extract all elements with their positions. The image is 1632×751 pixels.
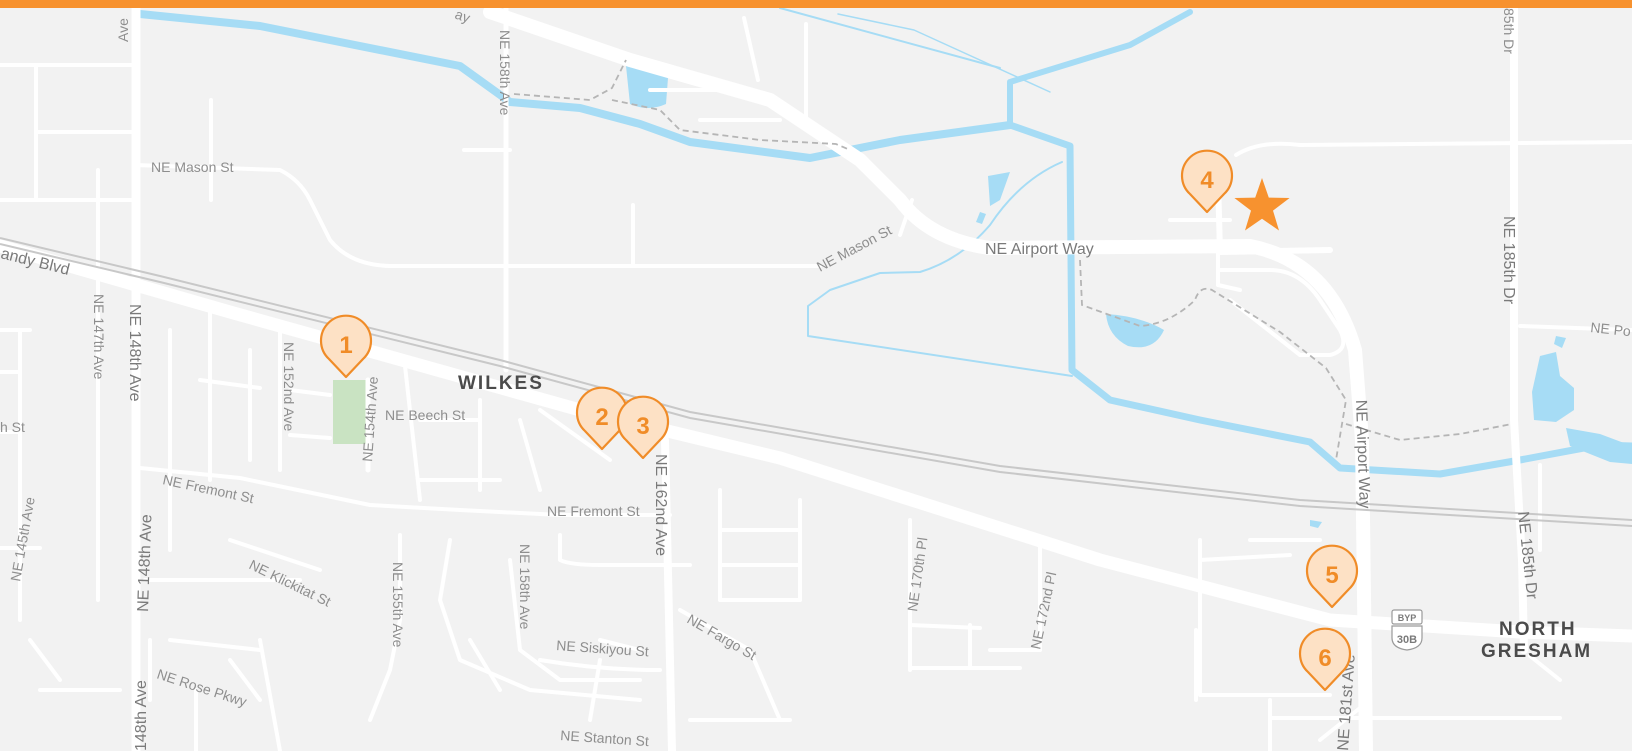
street-label: NE Beech St <box>385 407 465 423</box>
street-label: NE 158th Ave <box>517 544 533 630</box>
pin-icon <box>1305 544 1359 609</box>
street-label: NE 162nd Ave <box>652 454 669 556</box>
map-marker[interactable]: 4 <box>1180 149 1234 214</box>
street-label: NE 155th Ave <box>390 562 406 648</box>
water-layer <box>626 65 1632 528</box>
street-label: 148th Ave <box>133 680 150 751</box>
pin-icon <box>319 314 373 379</box>
marker-label: 3 <box>636 413 649 440</box>
street-label: NE Rose Pkwy <box>155 666 249 710</box>
star-icon[interactable] <box>1234 178 1290 231</box>
top-accent-bar <box>0 0 1632 8</box>
marker-label: 1 <box>339 332 352 359</box>
street-label: NE Airport Way <box>985 241 1094 258</box>
trails <box>513 59 1513 461</box>
street-label: NE Klickitat St <box>247 556 334 609</box>
map-marker[interactable]: 6 <box>1298 627 1352 692</box>
street-label: ay <box>453 6 472 26</box>
map-markers[interactable]: 1 2 3 4 5 6 <box>319 149 1359 692</box>
district-label-north: NORTH <box>1499 619 1577 640</box>
highway-shield-number: 30B <box>1397 634 1417 646</box>
street-label: NE Mason St <box>151 159 234 175</box>
street-label: NE 148th Ave <box>135 514 155 612</box>
street-label: NE 148th Ave <box>126 304 143 402</box>
park-area <box>333 380 367 444</box>
street-label: NE 181st Ave <box>1335 654 1359 751</box>
street-label: NE 185th Dr <box>1500 216 1517 305</box>
map-marker[interactable]: 5 <box>1305 544 1359 609</box>
railway <box>0 237 1632 527</box>
street-label: NE 154th Ave <box>359 376 381 462</box>
street-label: Ave <box>115 18 131 42</box>
street-label: NE 158th Ave <box>497 30 513 116</box>
district-labels: WILKES NORTH GRESHAM <box>458 373 1592 662</box>
marker-label: 4 <box>1200 167 1214 194</box>
street-label: NE Po <box>1590 319 1632 339</box>
highway-shield: BYP 30B <box>1391 609 1423 651</box>
street-label: NE Mason St <box>814 222 894 275</box>
pin-icon <box>616 395 670 460</box>
street-label: NE Airport Way <box>1352 400 1373 509</box>
pin-icon <box>1180 149 1234 214</box>
map-marker[interactable]: 1 <box>319 314 373 379</box>
street-label: NE 152nd Ave <box>281 342 297 431</box>
street-label: NE 172nd Pl <box>1027 570 1059 650</box>
street-label: 85th Dr <box>1501 8 1517 54</box>
street-label: NE Fargo St <box>685 611 760 663</box>
marker-label: 2 <box>595 404 608 431</box>
district-label-gresham: GRESHAM <box>1481 641 1592 662</box>
street-label: NE 145th Ave <box>7 495 38 582</box>
map-marker[interactable]: 3 <box>616 395 670 460</box>
marker-label: 6 <box>1318 645 1331 672</box>
street-label: NE Fremont St <box>547 503 640 519</box>
street-label: h St <box>0 419 25 435</box>
highway-shield-top: BYP <box>1398 613 1417 623</box>
street-label: NE Stanton St <box>560 727 650 749</box>
street-label: NE Siskiyou St <box>556 637 650 659</box>
main-roads <box>0 3 1632 751</box>
marker-label: 5 <box>1325 562 1338 589</box>
pin-icon <box>1298 627 1352 692</box>
street-labels: Ave ay NE 158th Ave 85th Dr NE Mason St … <box>0 6 1632 751</box>
district-label-wilkes: WILKES <box>458 373 544 394</box>
street-label: NE 147th Ave <box>91 294 107 380</box>
local-streets <box>0 16 1632 751</box>
